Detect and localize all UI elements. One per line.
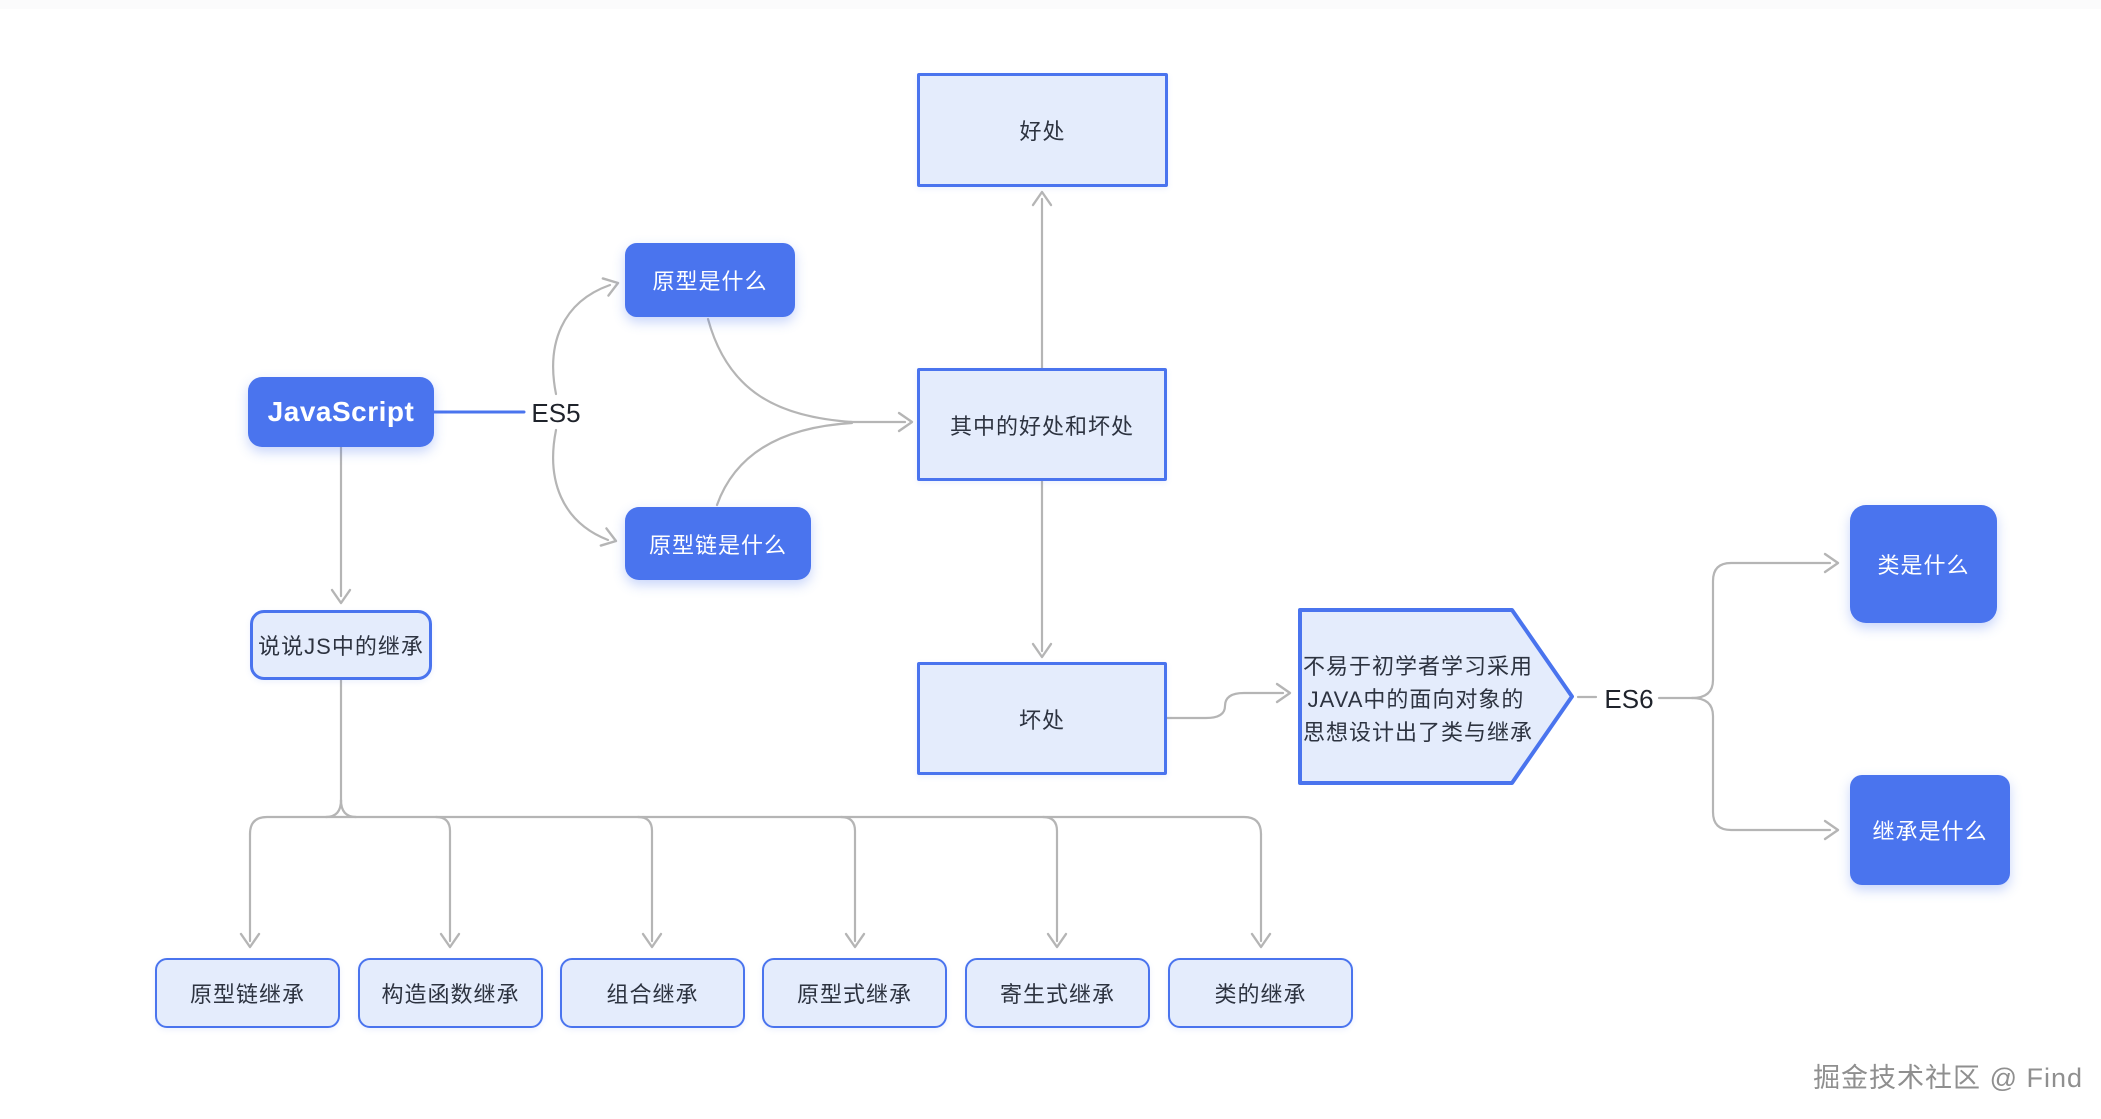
node-benefit[interactable]: 好处	[917, 73, 1168, 187]
node-drawback[interactable]: 坏处	[917, 662, 1167, 775]
arrow-into-benefit	[1031, 190, 1053, 207]
arrow-into-drawback	[1031, 642, 1053, 659]
node-prototype-chain[interactable]: 原型链是什么	[625, 507, 811, 580]
arrowheads	[239, 190, 1840, 949]
node-javascript[interactable]: JavaScript	[248, 377, 434, 447]
es5-to-prototype-curve	[552, 283, 612, 396]
es6-note-line-2: JAVA中的面向对象的	[1307, 687, 1525, 712]
tree-drop-3	[636, 815, 654, 943]
arrow-into-js-inheritance	[330, 588, 352, 605]
tree-drop-4	[839, 815, 857, 943]
node-composite-inheritance[interactable]: 组合继承	[560, 958, 745, 1028]
node-prototype[interactable]: 原型是什么	[625, 243, 795, 317]
es6-to-class-branch	[1690, 561, 1832, 700]
node-what-is-class[interactable]: 类是什么	[1850, 505, 1997, 623]
node-prototype-chain-inheritance[interactable]: 原型链继承	[155, 958, 340, 1028]
drawback-to-note-curve	[1165, 691, 1285, 720]
arrow-into-class	[1823, 552, 1840, 574]
tree-stem-flare-right	[339, 798, 358, 819]
prototype-chain-to-proscons-curve	[715, 421, 854, 507]
branch-label-es6[interactable]: ES6	[1604, 684, 1654, 714]
node-constructor-inheritance[interactable]: 构造函数继承	[358, 958, 543, 1028]
es6-note-pentagon-shape[interactable]	[1298, 608, 1574, 785]
tree-drop-2	[434, 815, 452, 943]
arrow-drop-6	[1250, 932, 1272, 949]
gray-connectors	[248, 197, 1832, 943]
prototype-to-proscons-curve	[706, 317, 854, 424]
branch-label-es5[interactable]: ES5	[531, 398, 581, 428]
arrow-drop-5	[1046, 932, 1068, 949]
watermark: 掘金技术社区 @ Find	[1813, 1063, 2083, 1093]
node-pros-and-cons[interactable]: 其中的好处和坏处	[917, 368, 1167, 481]
node-es6-note[interactable]: 不易于初学者学习采用 JAVA中的面向对象的 思想设计出了类与继承	[1303, 650, 1534, 749]
arrow-drop-4	[844, 932, 866, 949]
arrow-into-prototype	[601, 277, 620, 297]
tree-drop-5	[1041, 815, 1059, 943]
node-js-inheritance[interactable]: 说说JS中的继承	[250, 610, 432, 680]
es6-note-line-1: 不易于初学者学习采用	[1303, 654, 1534, 679]
node-prototypal-inheritance[interactable]: 原型式继承	[762, 958, 947, 1028]
es6-note-line-3: 思想设计出了类与继承	[1303, 720, 1534, 745]
node-class-inheritance[interactable]: 类的继承	[1168, 958, 1353, 1028]
arrow-drop-1	[239, 932, 261, 949]
es6-to-inheritance-branch	[1690, 696, 1832, 832]
arrow-into-prototype-chain	[599, 527, 618, 547]
tree-rail	[248, 815, 1263, 836]
arrow-into-note	[1275, 682, 1292, 704]
es5-to-prototype-chain-curve	[552, 428, 610, 542]
node-parasitic-inheritance[interactable]: 寄生式继承	[965, 958, 1150, 1028]
top-strip	[0, 0, 2101, 9]
node-what-is-inheritance[interactable]: 继承是什么	[1850, 775, 2010, 885]
arrow-into-what-is-inheritance	[1823, 819, 1840, 841]
arrow-into-proscons	[897, 411, 914, 433]
arrow-drop-2	[439, 932, 461, 949]
tree-stem-flare-left	[324, 798, 343, 819]
arrow-drop-3	[641, 932, 663, 949]
